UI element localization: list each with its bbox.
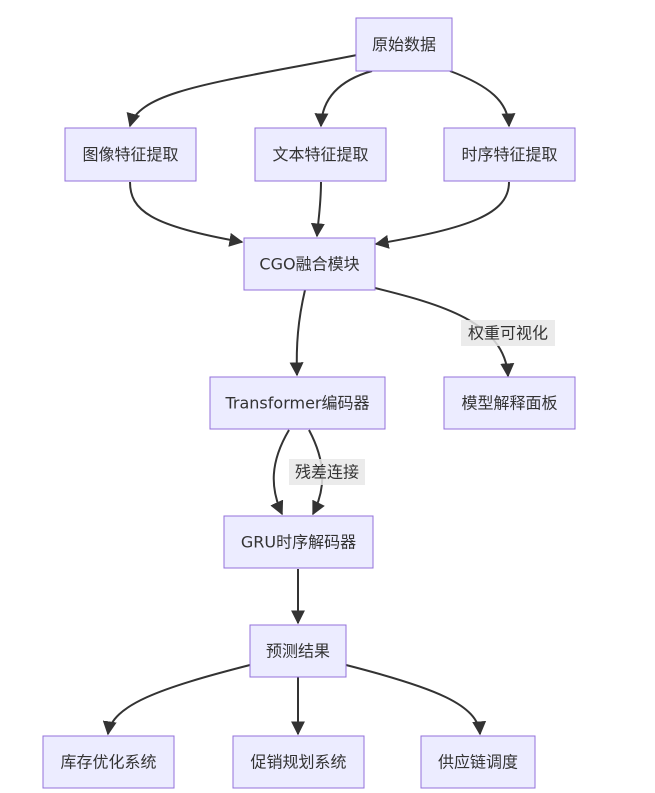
node-timeseries-feature-label: 时序特征提取 bbox=[461, 145, 557, 164]
edge-prediction-to-supply bbox=[345, 664, 487, 736]
edge-transformer-to-gru-left bbox=[270, 429, 290, 516]
node-cgo-fusion[interactable]: CGO融合模块 bbox=[243, 237, 376, 291]
node-inventory-system-label: 库存优化系统 bbox=[60, 753, 156, 772]
edge-label-weight-visualization-text: 权重可视化 bbox=[468, 324, 548, 343]
node-transformer-encoder[interactable]: Transformer编码器 bbox=[209, 376, 386, 430]
edges bbox=[102, 54, 516, 736]
node-raw-data-label: 原始数据 bbox=[372, 35, 436, 54]
node-raw-data[interactable]: 原始数据 bbox=[355, 17, 453, 72]
node-prediction[interactable]: 预测结果 bbox=[249, 624, 347, 678]
node-promotion-system[interactable]: 促销规划系统 bbox=[232, 735, 365, 789]
edge-raw-to-text bbox=[314, 70, 373, 128]
node-inventory-system[interactable]: 库存优化系统 bbox=[42, 735, 175, 789]
edge-raw-to-image bbox=[126, 54, 358, 128]
node-image-feature-label: 图像特征提取 bbox=[82, 145, 178, 164]
edge-label-residual-connection-text: 残差连接 bbox=[295, 463, 359, 482]
edge-cgo-to-panel bbox=[374, 287, 515, 378]
node-prediction-label: 预测结果 bbox=[266, 642, 330, 661]
node-transformer-encoder-label: Transformer编码器 bbox=[224, 394, 369, 413]
node-text-feature-label: 文本特征提取 bbox=[272, 145, 368, 164]
node-image-feature[interactable]: 图像特征提取 bbox=[64, 127, 197, 182]
node-supply-chain-label: 供应链调度 bbox=[438, 753, 518, 772]
edge-image-to-cgo bbox=[129, 181, 244, 247]
edge-prediction-to-inventory bbox=[102, 664, 251, 736]
node-gru-decoder-label: GRU时序解码器 bbox=[241, 533, 356, 552]
node-cgo-fusion-label: CGO融合模块 bbox=[259, 255, 359, 274]
node-supply-chain[interactable]: 供应链调度 bbox=[420, 735, 536, 789]
edge-timeseries-to-cgo bbox=[374, 181, 510, 249]
edge-cgo-to-transformer bbox=[289, 289, 306, 377]
node-promotion-system-label: 促销规划系统 bbox=[250, 753, 346, 772]
edge-text-to-cgo bbox=[310, 181, 325, 238]
edge-label-residual-connection: 残差连接 bbox=[289, 459, 365, 485]
node-timeseries-feature[interactable]: 时序特征提取 bbox=[443, 127, 576, 182]
node-model-panel-label: 模型解释面板 bbox=[461, 394, 557, 413]
node-model-panel[interactable]: 模型解释面板 bbox=[443, 376, 576, 430]
edge-raw-to-timeseries bbox=[449, 70, 516, 128]
node-gru-decoder[interactable]: GRU时序解码器 bbox=[223, 515, 374, 569]
edge-label-weight-visualization: 权重可视化 bbox=[461, 320, 555, 346]
node-text-feature[interactable]: 文本特征提取 bbox=[254, 127, 387, 182]
